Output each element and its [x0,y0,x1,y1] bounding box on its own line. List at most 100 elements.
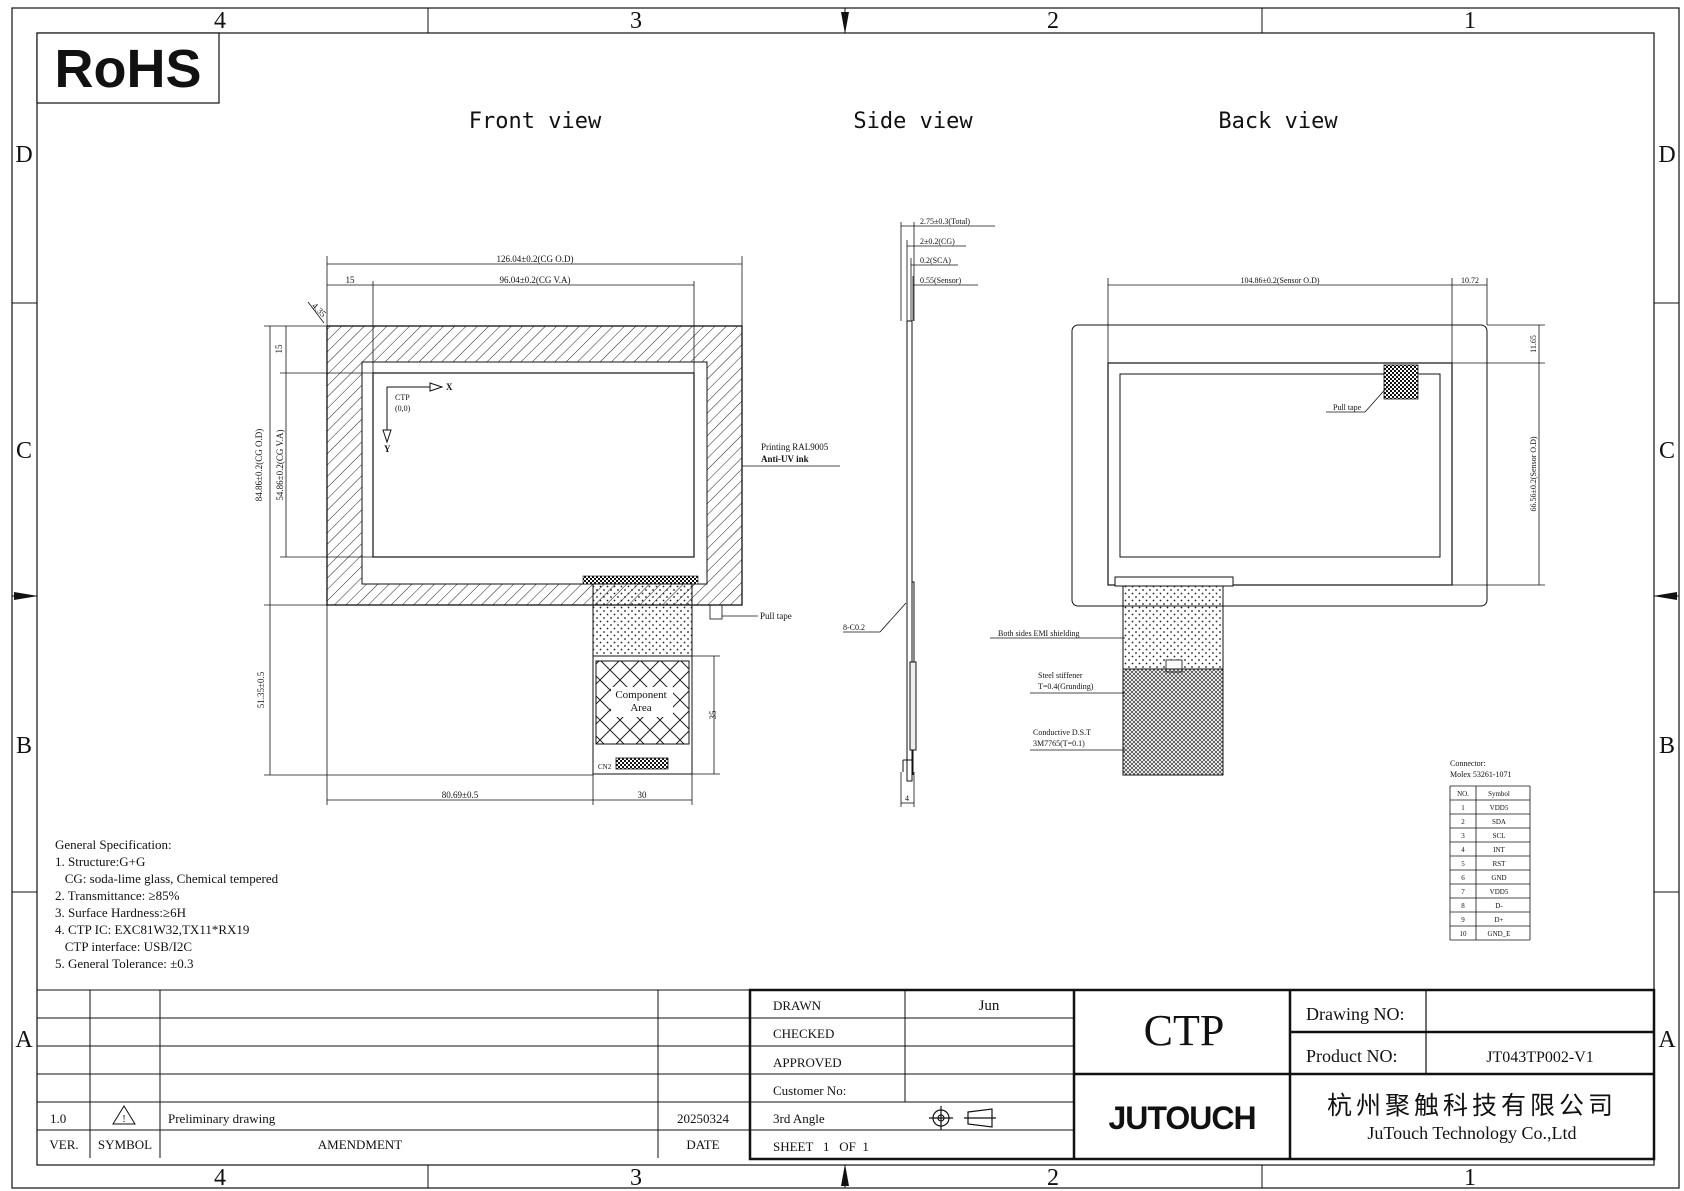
back-view: 104.86±0.2(Sensor O.D) 10.72 11.65 66.56… [990,276,1545,776]
dim-side-sca: 0.2(SCA) [920,256,951,265]
approved-label: APPROVED [773,1055,842,1070]
printing-note-2: Anti-UV ink [761,454,809,464]
dim-va-height: 54.86±0.2(CG V.A) [275,429,285,500]
pin-symbol: SCL [1493,832,1506,840]
stiffener-label-1: Steel stiffener [1038,671,1083,680]
connector-title-2: Molex 53261-1071 [1450,770,1512,779]
connector-title-1: Connector: [1450,759,1486,768]
pin-symbol: RST [1493,860,1507,868]
row-label-right: B [1659,733,1675,759]
row-label-left: A [15,1027,33,1053]
dim-back-sensor-height: 66.56±0.2(Sensor O.D) [1529,436,1538,511]
row-label-left: D [15,142,32,168]
revision-block: ! 1.0 Preliminary drawing 20250324 VER. … [37,989,750,1158]
spec-line: 4. CTP IC: EXC81W32,TX11*RX19 [55,922,249,937]
revision-description: Preliminary drawing [168,1111,276,1126]
spec-line: 3. Surface Hardness:≥6H [55,905,186,920]
sensor-section [911,581,915,663]
grid-labels: 4 3 2 1 4 3 2 1 D C B A D C B A [15,8,1676,1191]
pin-no: 4 [1461,846,1465,854]
customer-no-label: Customer No: [773,1083,846,1098]
dim-side-radius: 8-C0.2 [843,623,865,632]
dim-back-top-offset: 11.65 [1529,335,1538,353]
pin-no: 7 [1461,888,1465,896]
row-label-left: C [16,438,32,464]
front-view: Component Area CN2 X Y CTP (0,0) [254,254,840,805]
pin-no: 6 [1461,874,1465,882]
drawn-label: DRAWN [773,998,822,1013]
pull-tape-label: Pull tape [760,611,792,621]
stiffener-section [909,661,917,751]
spec-line: 2. Transmittance: ≥85% [55,888,180,903]
spec-line: 5. General Tolerance: ±0.3 [55,956,193,971]
dim-corner: 4.35 [310,301,329,320]
front-view-title: Front view [469,109,602,134]
emi-shield-label: Both sides EMI shielding [998,629,1080,638]
pin-no: 1 [1461,804,1465,812]
warning-triangle-icon [112,1105,136,1125]
drawing-no-label: Drawing NO: [1306,1004,1404,1024]
col-label-bottom: 3 [630,1165,642,1191]
active-area-back [1119,373,1441,558]
spec-line: CG: soda-lime glass, Chemical tempered [55,871,279,886]
dim-side-bottom: 4 [905,794,909,803]
dim-side-total: 2.75±0.3(Total) [920,217,970,226]
centering-arrows [14,12,1677,1186]
pin-symbol: D- [1495,902,1503,910]
company-name-cn: 杭州聚触科技有限公司 [1327,1092,1617,1120]
back-view-title: Back view [1218,109,1338,134]
dim-side-cg: 2±0.2(CG) [920,237,955,246]
pin-no: 10 [1460,930,1468,938]
pin-no: 8 [1461,902,1465,910]
col-label-top: 4 [214,8,226,34]
pin-symbol: GND [1491,874,1506,882]
pin-symbol: VDD5 [1490,888,1509,896]
connector-pin-table: Connector: Molex 53261-1071 NO. Symbol 1… [1449,759,1531,941]
viewing-area [372,372,695,558]
dim-side-sensor: 0.55(Sensor) [920,276,961,285]
pin-symbol: VDD5 [1490,804,1509,812]
axis-y-label: Y [384,444,391,454]
spec-line: General Specification: [55,837,172,852]
third-angle-projection-icon [929,1106,996,1130]
revision-ver: 1.0 [50,1111,66,1126]
axis-x-label: X [446,382,453,392]
dim-total-height: 84.86±0.2(CG O.D) [254,429,264,501]
cn2-label: CN2 [598,763,612,771]
rohs-badge: RoHS [36,32,220,104]
general-specification: General Specification: 1. Structure:G+G … [55,837,279,971]
header-date: DATE [686,1137,719,1152]
bonding-strip [1114,576,1234,587]
printing-note-1: Printing RAL9005 [761,442,829,452]
col-label-top: 2 [1047,8,1059,34]
dim-tail-height: 35 [708,710,718,720]
col-label-bottom: 1 [1464,1165,1476,1191]
header-ver: VER. [49,1137,78,1152]
col-label-bottom: 2 [1047,1165,1059,1191]
svg-text:!: ! [122,1114,125,1125]
sheet-label: SHEET 1 OF 1 [773,1139,869,1154]
product-type: CTP [1144,1006,1225,1055]
row-label-right: C [1659,438,1675,464]
dim-tail-offset: 80.69±0.5 [442,790,479,800]
fpc-tail [592,583,693,657]
row-label-left: B [16,733,32,759]
dim-tail-width: 30 [638,790,648,800]
stiffener-label-2: T=0.4(Grunding) [1038,682,1094,691]
pin-header-no: NO. [1457,790,1469,798]
pin-symbol: D+ [1494,916,1503,924]
conductive-label-1: Conductive D.S.T [1033,728,1091,737]
pin-no: 5 [1461,860,1465,868]
header-symbol: SYMBOL [98,1137,152,1152]
spec-line: 1. Structure:G+G [55,854,145,869]
connector-cn2 [615,757,669,770]
pin-header-symbol: Symbol [1488,790,1510,798]
col-label-top: 1 [1464,8,1476,34]
pin-symbol: INT [1493,846,1505,854]
component-label-1: Component [615,689,666,701]
conductive-label-2: 3M7765(T=0.1) [1033,739,1085,748]
steel-stiffener-area [1122,668,1224,776]
dim-back-right-offset: 10.72 [1461,276,1479,285]
product-no-label: Product NO: [1306,1046,1398,1066]
